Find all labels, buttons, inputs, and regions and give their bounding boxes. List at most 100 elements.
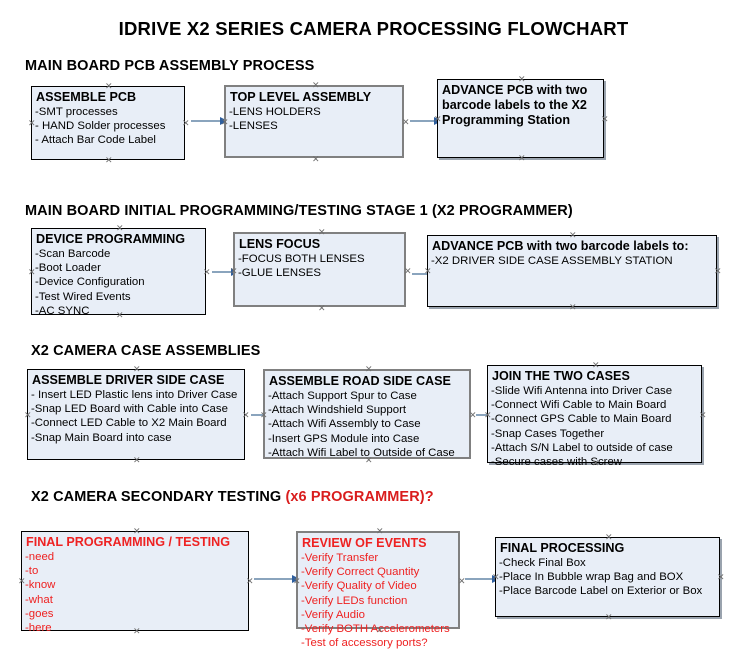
connector-arrow — [212, 267, 239, 276]
selection-handle[interactable] — [404, 268, 411, 275]
box-line: -Insert GPS Module into Case — [268, 432, 420, 445]
box-title: REVIEW OF EVENTS — [302, 536, 427, 550]
selection-handle[interactable] — [133, 628, 140, 635]
box-line: -Verify Audio — [301, 608, 365, 621]
selection-handle[interactable] — [116, 312, 123, 319]
box-title: ASSEMBLE ROAD SIDE CASE — [269, 374, 451, 388]
selection-handle[interactable] — [318, 305, 325, 312]
selection-handle[interactable] — [18, 578, 25, 585]
selection-handle[interactable] — [246, 578, 253, 585]
selection-handle[interactable] — [469, 412, 476, 419]
selection-handle[interactable] — [28, 120, 35, 127]
selection-handle[interactable] — [133, 528, 140, 535]
selection-handle[interactable] — [116, 225, 123, 232]
box-line-list: -Attach Support Spur to Case -Attach Win… — [265, 389, 469, 460]
box-line: -Attach Support Spur to Case — [268, 390, 417, 402]
box-line: -to — [25, 565, 39, 578]
selection-handle[interactable] — [601, 116, 608, 123]
selection-handle[interactable] — [605, 614, 612, 621]
selection-handle[interactable] — [133, 457, 140, 464]
selection-handle[interactable] — [484, 412, 491, 419]
box-line: -Verify Quality of Video — [301, 580, 417, 593]
box-assemble-driver-side-case[interactable]: ASSEMBLE DRIVER SIDE CASE - Insert LED P… — [27, 369, 245, 460]
selection-handle[interactable] — [182, 120, 189, 127]
selection-handle[interactable] — [458, 578, 465, 585]
selection-handle[interactable] — [133, 366, 140, 373]
selection-handle[interactable] — [492, 574, 499, 581]
box-line: -Test of accessory ports? — [301, 637, 428, 650]
box-line: -Boot Loader — [35, 262, 101, 275]
box-assemble-pcb[interactable]: ASSEMBLE PCB -SMT processes - HAND Solde… — [31, 86, 185, 160]
selection-handle[interactable] — [365, 457, 372, 464]
box-line: -Verify Correct Quantity — [301, 566, 420, 579]
page-title: IDRIVE X2 SERIES CAMERA PROCESSING FLOWC… — [118, 18, 629, 39]
box-line-list: -Slide Wifi Antenna into Driver Case -Co… — [488, 384, 701, 469]
selection-handle[interactable] — [312, 156, 319, 163]
box-title: ASSEMBLE PCB — [36, 90, 137, 104]
section-heading-3-text: X2 CAMERA CASE ASSEMBLIES — [31, 343, 261, 359]
box-line: -Connect Wifi Cable to Main Board — [491, 399, 667, 412]
selection-handle[interactable] — [376, 528, 383, 535]
connector-arrow — [410, 116, 442, 125]
box-title: FINAL PROGRAMMING / TESTING — [26, 535, 231, 549]
section-heading-2-text: MAIN BOARD INITIAL PROGRAMMING/TESTING S… — [25, 203, 573, 219]
box-line: -what — [25, 593, 53, 606]
box-line: -Verify LEDs function — [301, 594, 408, 607]
box-review-of-events[interactable]: REVIEW OF EVENTS -Verify Transfer -Verif… — [293, 528, 460, 649]
box-assemble-road-side-case[interactable]: ASSEMBLE ROAD SIDE CASE -Attach Support … — [263, 369, 471, 459]
box-final-programming-testing[interactable]: FINAL PROGRAMMING / TESTING -need -to -k… — [18, 528, 249, 634]
box-title: ADVANCE PCB with two barcode labels to: — [432, 239, 689, 253]
selection-handle[interactable] — [717, 574, 724, 581]
selection-handle[interactable] — [105, 157, 112, 164]
selection-handle[interactable] — [242, 412, 249, 419]
selection-handle[interactable] — [714, 268, 721, 275]
selection-handle[interactable] — [376, 627, 383, 634]
selection-handle[interactable] — [402, 119, 409, 126]
box-line: -Attach Wifi Assembly to Case — [268, 418, 421, 431]
box-advance-pcb-programming-station[interactable]: ADVANCE PCB with two barcode labels to t… — [437, 79, 604, 158]
box-device-programming[interactable]: DEVICE PROGRAMMING -Scan Barcode -Boot L… — [28, 225, 206, 318]
selection-handle[interactable] — [24, 412, 31, 419]
box-lens-focus[interactable]: LENS FOCUS -FOCUS BOTH LENSES -GLUE LENS… — [233, 232, 406, 307]
selection-handle[interactable] — [424, 268, 431, 275]
selection-handle[interactable] — [365, 366, 372, 373]
selection-handle[interactable] — [230, 268, 237, 275]
box-line: - HAND Solder processes — [35, 120, 166, 133]
section-heading-1-text: MAIN BOARD PCB ASSEMBLY PROCESS — [25, 58, 315, 74]
section-heading-2: MAIN BOARD INITIAL PROGRAMMING/TESTING S… — [25, 203, 573, 219]
box-top-level-assembly[interactable]: TOP LEVEL ASSEMBLY -LENS HOLDERS -LENSES — [224, 85, 404, 158]
box-line-list: -need -to -know -what -goes -here — [22, 550, 248, 635]
selection-handle[interactable] — [312, 82, 319, 89]
box-line: -Attach Windshield Support — [268, 404, 407, 417]
box-title: JOIN THE TWO CASES — [492, 369, 630, 383]
box-join-the-two-cases[interactable]: JOIN THE TWO CASES -Slide Wifi Antenna i… — [484, 362, 702, 468]
section-heading-4-text: X2 CAMERA SECONDARY TESTING — [31, 489, 286, 505]
box-line-list: -Scan Barcode -Boot Loader -Device Confi… — [32, 247, 205, 318]
section-heading-4-accent: (x6 PROGRAMMER)? — [285, 489, 434, 505]
selection-handle[interactable] — [605, 534, 612, 541]
section-heading-3: X2 CAMERA CASE ASSEMBLIES — [31, 343, 260, 359]
selection-handle[interactable] — [569, 304, 576, 311]
selection-handle[interactable] — [260, 412, 267, 419]
selection-handle[interactable] — [592, 460, 599, 467]
selection-handle[interactable] — [221, 119, 228, 126]
selection-handle[interactable] — [518, 76, 525, 83]
selection-handle[interactable] — [592, 362, 599, 369]
selection-handle[interactable] — [203, 269, 210, 276]
selection-handle[interactable] — [434, 116, 441, 123]
box-final-processing[interactable]: FINAL PROCESSING -Check Final Box -Place… — [495, 537, 720, 617]
selection-handle[interactable] — [699, 412, 706, 419]
box-line: -Snap LED Board with Cable into Case — [31, 403, 228, 416]
box-title: TOP LEVEL ASSEMBLY — [230, 90, 372, 104]
selection-handle[interactable] — [105, 83, 112, 90]
box-advance-pcb-driver-side-station[interactable]: ADVANCE PCB with two barcode labels to: … — [427, 235, 717, 307]
box-line: -here — [25, 622, 52, 635]
connector-arrow — [191, 116, 228, 125]
selection-handle[interactable] — [28, 269, 35, 276]
selection-handle[interactable] — [569, 232, 576, 239]
selection-handle[interactable] — [518, 155, 525, 162]
selection-handle[interactable] — [293, 578, 300, 585]
selection-handle[interactable] — [318, 229, 325, 236]
box-line: -Scan Barcode — [35, 248, 111, 260]
